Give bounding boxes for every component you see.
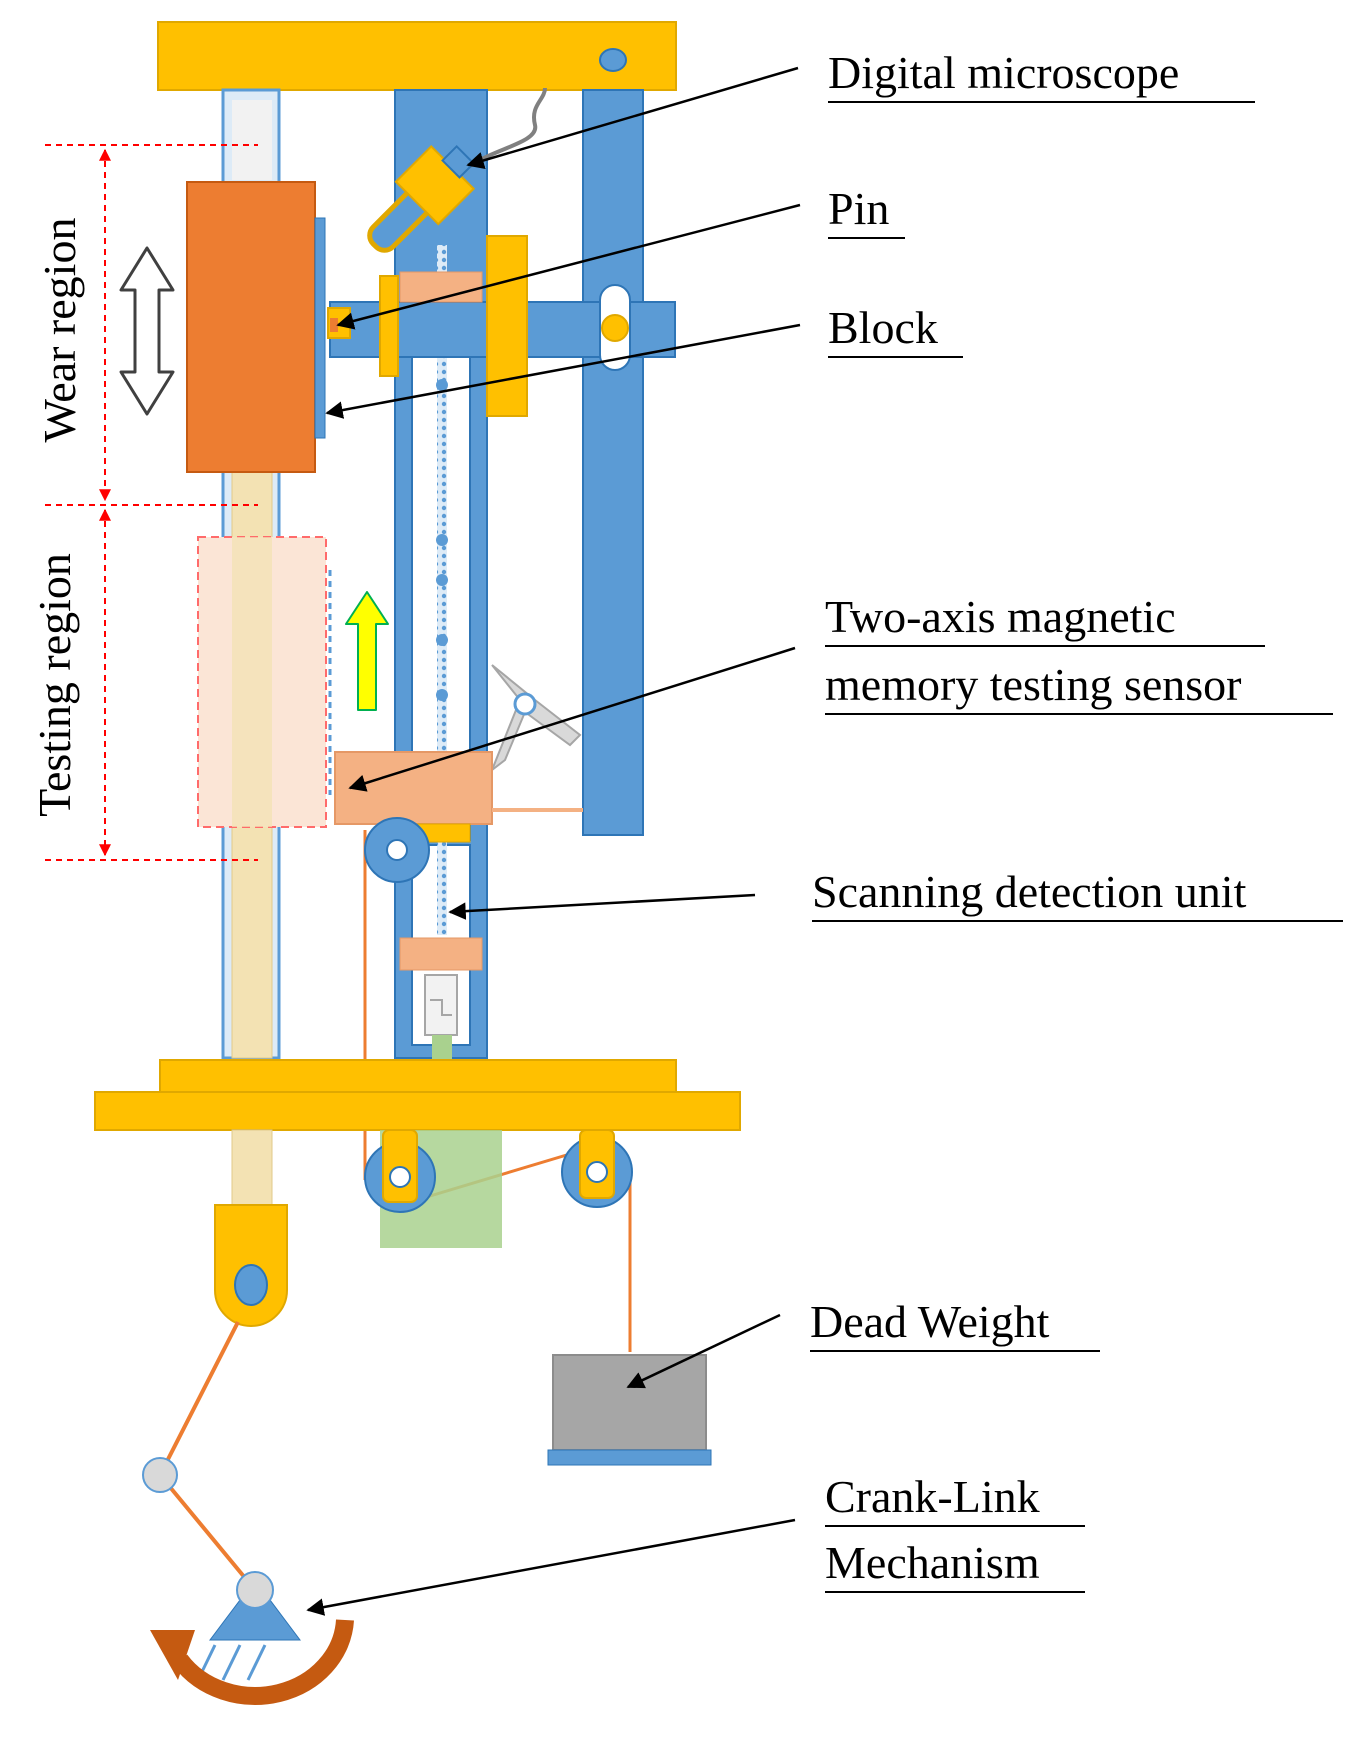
label-crank-line1: Crank-Link (825, 1471, 1040, 1522)
ground-hatch (246, 1644, 267, 1681)
lower-shaft (231, 1129, 273, 1211)
ground-hatch (221, 1644, 242, 1681)
sensor-linkage (489, 664, 582, 774)
label-sensor-line1: Two-axis magnetic (825, 591, 1176, 642)
upper-pulley-hub (386, 839, 408, 861)
clamp-plate-left (379, 275, 399, 377)
lower-pulley-right-hub (586, 1161, 608, 1183)
crank-support (209, 1579, 301, 1641)
screw-node (436, 574, 448, 586)
upper-slider (399, 271, 483, 303)
wear-block (186, 181, 316, 473)
pin-leader (336, 203, 801, 330)
screw-node (436, 534, 448, 546)
rotation-arrowhead (150, 1630, 195, 1680)
scanning-unit-leader (448, 893, 756, 920)
dead-weight-base (547, 1449, 712, 1466)
clamp-plate-right (486, 235, 528, 417)
bottom-plate-upper (159, 1059, 677, 1093)
bottom-plate-lower (94, 1091, 741, 1131)
block-leader (325, 323, 801, 419)
label-pin: Pin (828, 183, 889, 234)
pin-tip (330, 318, 338, 332)
wear-region-label: Wear region (34, 218, 85, 443)
label-digital-microscope: Digital microscope (828, 47, 1179, 98)
right-column (582, 89, 644, 836)
linkage-pivot (513, 692, 537, 716)
shaft-top-segment (232, 100, 272, 180)
lead-screw (437, 245, 447, 935)
crank-pivot (236, 1571, 274, 1609)
label-sensor-line2: memory testing sensor (825, 659, 1242, 710)
top-plate (157, 21, 677, 91)
clevis-pin (234, 1264, 268, 1306)
motor-shaft (432, 1035, 452, 1060)
rotation-arrow (172, 1619, 354, 1705)
crank-leader (306, 1518, 796, 1616)
dead-weight-leader (626, 1313, 781, 1389)
label-crank-line2: Mechanism (825, 1537, 1040, 1588)
label-scanning-unit: Scanning detection unit (812, 866, 1247, 917)
scan-direction-arrow (345, 591, 389, 711)
block-specimen (314, 217, 326, 439)
dead-weight (552, 1354, 707, 1451)
testing-shaft-ghost (232, 537, 272, 827)
top-plate-hole (599, 48, 627, 72)
connecting-rod (157, 1321, 257, 1592)
lower-pulley-left-hub (389, 1166, 411, 1188)
sensor-leader (348, 646, 796, 792)
testing-region-label: Testing region (29, 553, 80, 817)
screw-node (436, 689, 448, 701)
arm-slot-pin (601, 314, 629, 342)
microscope-leader (466, 66, 799, 169)
link-joint (142, 1457, 178, 1493)
label-block: Block (828, 302, 938, 353)
magnetic-sensor (334, 751, 493, 825)
scanning-unit-slider (399, 937, 483, 971)
label-dead-weight: Dead Weight (810, 1296, 1050, 1347)
screw-node (436, 379, 448, 391)
digital-microscope-body (367, 144, 476, 253)
coupling-detail (430, 999, 452, 1016)
screw-node (436, 634, 448, 646)
reciprocation-arrow (119, 246, 175, 416)
